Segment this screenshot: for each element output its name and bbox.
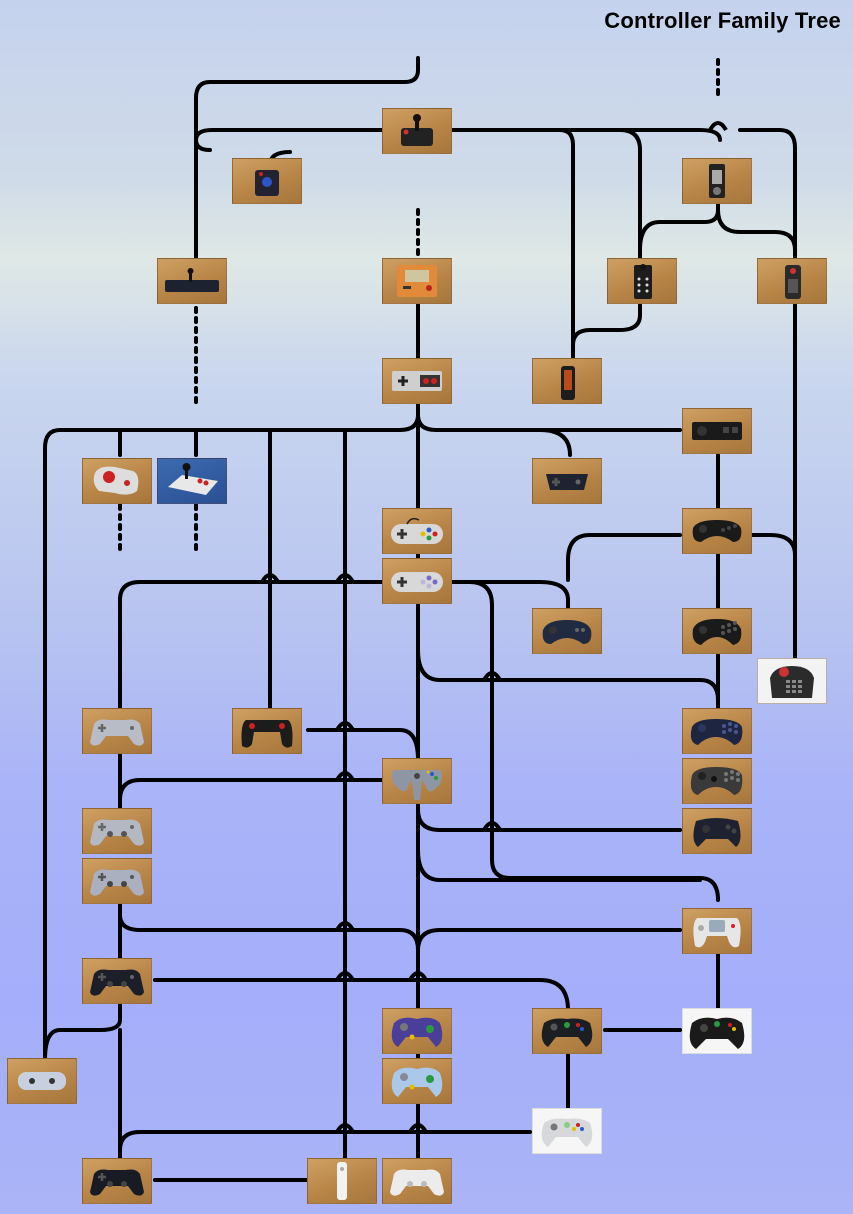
arcade-stick-icon (93, 466, 139, 495)
gamepad-icon (90, 819, 144, 846)
gamepad-icon (692, 619, 742, 645)
gamepad-icon (391, 517, 443, 544)
node-snes-controller[interactable] (382, 558, 452, 604)
node-xbox-controller-s[interactable] (532, 1008, 602, 1054)
node-xbox-controller[interactable] (682, 1008, 752, 1054)
node-dreamcast-controller[interactable] (682, 908, 752, 954)
node-jaguar-controller[interactable] (757, 658, 827, 704)
node-nes-controller[interactable] (382, 358, 452, 404)
node-virtual-boy-controller[interactable] (232, 708, 302, 754)
node-xbox-360-controller[interactable] (532, 1108, 602, 1154)
node-wavebird-controller[interactable] (382, 1058, 452, 1104)
stick-controller-icon (561, 366, 575, 400)
gamepad-icon (689, 1017, 745, 1049)
gamepad-icon (90, 1169, 144, 1196)
node-turbografx-controller[interactable] (532, 458, 602, 504)
gamepad-icon (390, 1169, 444, 1196)
node-atari-5200-controller[interactable] (757, 258, 827, 304)
keypad-controller-icon (634, 264, 652, 299)
gamepad-icon (90, 969, 144, 996)
node-atari-paddle[interactable] (232, 158, 302, 204)
node-nes-advantage-red[interactable] (82, 458, 152, 504)
keypad-controller-icon (709, 164, 725, 198)
joystick-bar-icon (165, 268, 219, 292)
gamepad-icon (18, 1072, 66, 1090)
page-title: Controller Family Tree (604, 8, 841, 33)
gamepad-icon (392, 371, 442, 391)
gamepad-icon (90, 719, 144, 746)
arcade-stick-icon (168, 463, 218, 495)
node-wii-classic-controller[interactable] (382, 1158, 452, 1204)
node-vectrex-controller[interactable] (532, 358, 602, 404)
node-gamecube-controller[interactable] (382, 1008, 452, 1054)
node-snes-controller-jp[interactable] (382, 508, 452, 554)
node-neo-geo-pocket-pad[interactable] (682, 808, 752, 854)
node-genesis-6-button[interactable] (682, 608, 752, 654)
node-wii-remote[interactable] (307, 1158, 377, 1204)
handheld-icon (397, 265, 437, 297)
gamepad-icon (693, 818, 741, 847)
gamepad-icon (692, 422, 742, 440)
gamepad-icon (542, 620, 592, 644)
gamepad-icon (90, 869, 144, 896)
node-nes-max-arcade[interactable] (157, 458, 227, 504)
node-colecovision-controller[interactable] (607, 258, 677, 304)
gamepad-icon (546, 474, 588, 490)
paddle-icon (255, 170, 279, 196)
gamepad-icon (692, 520, 742, 542)
gamepad-icon (541, 1018, 593, 1047)
gamepad-icon (392, 770, 442, 800)
node-saturn-controller[interactable] (682, 708, 752, 754)
node-dual-analog-controller[interactable] (82, 808, 152, 854)
gamepad-icon (391, 1067, 443, 1097)
node-gba-link-pad[interactable] (7, 1058, 77, 1104)
keypad-controller-icon (770, 666, 814, 698)
joystick-icon (401, 114, 433, 146)
gamepad-icon (693, 918, 741, 948)
remote-icon (337, 1162, 347, 1200)
gamepad-icon (391, 1017, 443, 1047)
node-playstation-controller[interactable] (82, 708, 152, 754)
gamepad-icon (241, 720, 293, 748)
gamepad-icon (690, 767, 743, 795)
node-game-and-watch[interactable] (382, 258, 452, 304)
node-saturn-3d-controller[interactable] (682, 758, 752, 804)
node-cd-i-controller[interactable] (532, 608, 602, 654)
gamepad-icon (391, 572, 443, 592)
node-nintendo-64-controller[interactable] (382, 758, 452, 804)
node-sixaxis-controller[interactable] (82, 1158, 152, 1204)
node-atari-joystick[interactable] (382, 108, 452, 154)
node-intellivision-controller[interactable] (682, 158, 752, 204)
node-master-system-controller[interactable] (682, 408, 752, 454)
node-genesis-3-button[interactable] (682, 508, 752, 554)
node-dualshock-controller[interactable] (82, 858, 152, 904)
node-dualshock-2-controller[interactable] (82, 958, 152, 1004)
gamepad-icon (690, 719, 743, 745)
gamepad-icon (541, 1118, 593, 1147)
node-magnavox-joystick-bar[interactable] (157, 258, 227, 304)
keypad-controller-icon (785, 265, 801, 299)
